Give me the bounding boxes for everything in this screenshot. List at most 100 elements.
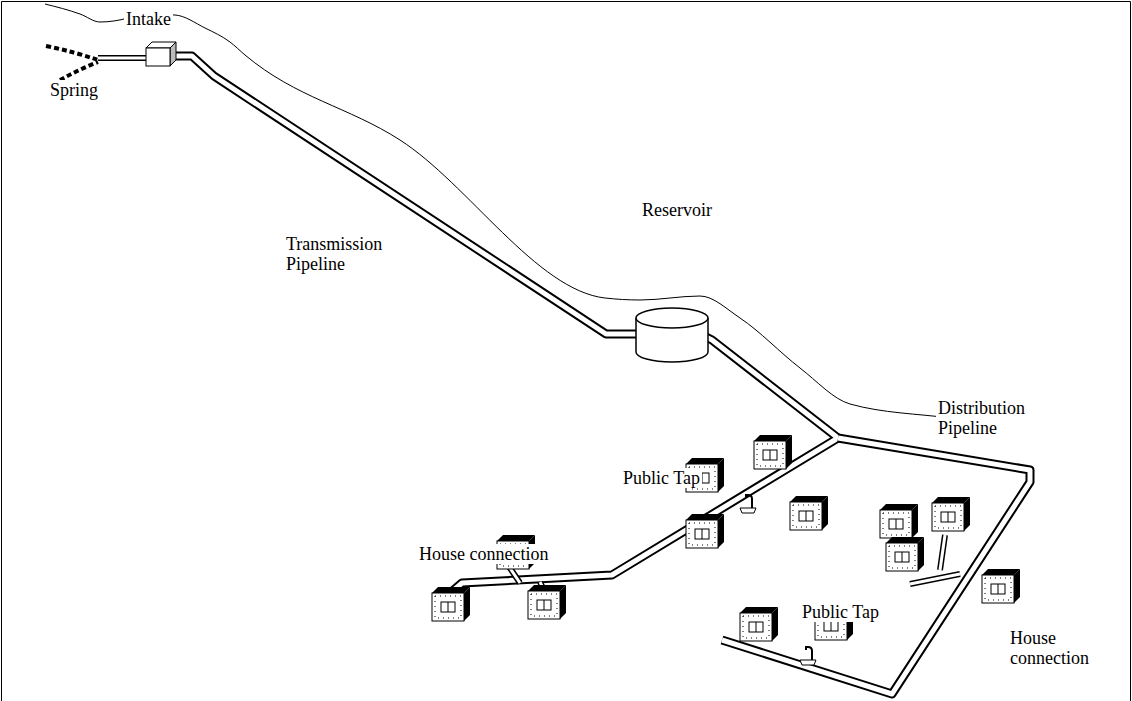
house-front [754, 441, 786, 469]
house-window [948, 512, 949, 522]
transmission-pipeline [170, 56, 640, 334]
distribution-pipeline [722, 438, 1030, 694]
house-roof [932, 497, 970, 503]
house-roof [982, 569, 1020, 575]
house-icon [740, 607, 778, 641]
part-label: Spring [48, 80, 100, 100]
house-trim [689, 523, 715, 545]
house-trim [435, 596, 461, 618]
house-trim [985, 578, 1011, 600]
part-label: Public Tap [621, 468, 702, 488]
house-icon [432, 587, 470, 621]
house-icon [932, 497, 970, 531]
house-roof [432, 587, 470, 593]
house-side [560, 585, 566, 619]
distribution-pipeline [722, 438, 1030, 694]
house-side [772, 607, 778, 641]
public-tap [800, 647, 816, 665]
house-window [991, 584, 1005, 594]
house-window [799, 511, 813, 521]
house-side [718, 514, 724, 548]
house-side [964, 497, 970, 531]
house-window [831, 621, 832, 631]
spring-pipe [98, 57, 146, 60]
intake-box [146, 48, 170, 66]
house-window [749, 622, 763, 632]
public-tap [740, 495, 756, 513]
house-icon [982, 569, 1020, 603]
house-roof [497, 535, 535, 541]
house-trim [793, 505, 819, 527]
house-side [918, 537, 924, 571]
tap-spout [806, 647, 812, 660]
tap-basin [800, 660, 816, 665]
house-side [822, 496, 828, 530]
house-window [702, 529, 703, 539]
house-connection-pipe [910, 574, 960, 584]
house-front [528, 591, 560, 619]
house-window [824, 621, 838, 631]
part-label: House connection [1008, 628, 1122, 668]
house-front [740, 613, 772, 641]
house-window [763, 450, 777, 460]
house-window [544, 600, 545, 610]
house-roof [686, 458, 724, 464]
ground-line [45, 4, 1060, 432]
house-front [686, 520, 718, 548]
house-front [790, 502, 822, 530]
house-side [464, 587, 470, 621]
house-window [441, 602, 455, 612]
house-front [880, 510, 912, 538]
house-window [998, 584, 999, 594]
house-front [886, 543, 918, 571]
house-trim [935, 506, 961, 528]
house-window [896, 519, 897, 529]
house-trim [757, 444, 783, 466]
house-trim [531, 594, 557, 616]
house-roof [886, 537, 924, 543]
house-front [932, 503, 964, 531]
part-label: Transmission Pipeline [284, 234, 408, 274]
house-icon [886, 537, 924, 571]
intake-box [170, 42, 176, 66]
house-side [912, 504, 918, 538]
house-trim [883, 513, 909, 535]
house-connection-pipe [940, 535, 945, 570]
house-window [895, 552, 909, 562]
part-label: House connection [417, 544, 550, 564]
house-side [1014, 569, 1020, 603]
house-connection-pipe [910, 574, 960, 584]
house-window [695, 529, 709, 539]
house-window [941, 512, 955, 522]
house-roof [740, 607, 778, 613]
house-window [448, 602, 449, 612]
house-icon [754, 435, 792, 469]
house-roof [790, 496, 828, 502]
house-connection-pipe [940, 535, 945, 570]
transmission-pipeline [170, 56, 640, 334]
house-window [537, 600, 551, 610]
spring-symbol [60, 62, 98, 80]
house-front [982, 575, 1014, 603]
spring-symbol [46, 46, 98, 60]
house-window [770, 450, 771, 460]
house-roof [528, 585, 566, 591]
house-window [756, 622, 757, 632]
house-trim [743, 616, 769, 638]
part-label: Distribution Pipeline [936, 398, 1070, 438]
house-front [432, 593, 464, 621]
tap-spout [746, 495, 752, 508]
house-icon [880, 504, 918, 538]
house-window [806, 511, 807, 521]
tap-basin [740, 508, 756, 513]
part-label: Public Tap [800, 602, 881, 622]
house-window [902, 552, 903, 562]
part-label: Intake [124, 9, 173, 29]
house-side [786, 435, 792, 469]
house-icon [686, 514, 724, 548]
spring-pipe [98, 55, 146, 61]
house-trim [889, 546, 915, 568]
house-icon [790, 496, 828, 530]
